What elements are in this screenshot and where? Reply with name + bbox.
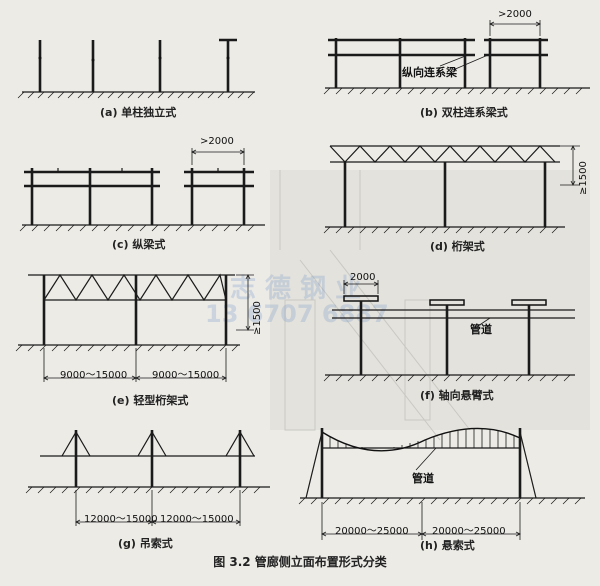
panel-h-drawing — [298, 427, 585, 540]
dim-panel-e-span1: 9000～15000 — [60, 370, 128, 381]
dim-panel-e-span2: 9000～15000 — [152, 370, 220, 381]
caption-panel-e: (e) 轻型桁架式 — [112, 394, 189, 407]
dim-panel-b-top: >2000 — [498, 9, 532, 20]
label-pipe-panel-f: 管道 — [470, 323, 492, 336]
panel-b-drawing — [323, 20, 590, 95]
caption-panel-c: (c) 纵梁式 — [112, 238, 166, 251]
panel-a-drawing — [17, 38, 255, 99]
panel-g-drawing — [25, 430, 270, 526]
panel-f-drawing — [323, 280, 575, 382]
panel-e-drawing — [15, 273, 254, 382]
caption-panel-g: (g) 吊索式 — [118, 537, 173, 550]
dim-panel-h-span2: 20000～25000 — [432, 526, 506, 537]
dim-panel-g-span2: 12000～15000 — [160, 514, 234, 525]
caption-panel-a: (a) 单柱独立式 — [100, 106, 177, 119]
dim-panel-h-span1: 20000～25000 — [335, 526, 409, 537]
dim-panel-f-top: 2000 — [350, 272, 376, 283]
watermark-phone: 13 6707 6887 — [205, 300, 389, 328]
dim-panel-g-span1: 12000～15000 — [84, 514, 158, 525]
caption-panel-d: (d) 桁架式 — [430, 240, 485, 253]
panel-d-drawing — [323, 145, 580, 234]
caption-panel-b: (b) 双柱连系梁式 — [420, 106, 508, 119]
dim-panel-e-side: ≥1500 — [252, 301, 263, 335]
panel-c-drawing — [19, 148, 265, 232]
label-pipe-panel-h: 管道 — [412, 472, 434, 485]
figure-caption: 图 3.2 管廊侧立面布置形式分类 — [213, 555, 387, 569]
watermark-text: 志 德 钢 业 — [230, 274, 362, 304]
dim-panel-c-top: >2000 — [200, 136, 234, 147]
label-longitudinal-beam: 纵向连系梁 — [402, 66, 457, 79]
caption-panel-h: (h) 悬索式 — [420, 539, 475, 552]
caption-panel-f: (f) 轴向悬臂式 — [420, 389, 494, 402]
dim-panel-d-side: ≥1500 — [578, 161, 589, 195]
